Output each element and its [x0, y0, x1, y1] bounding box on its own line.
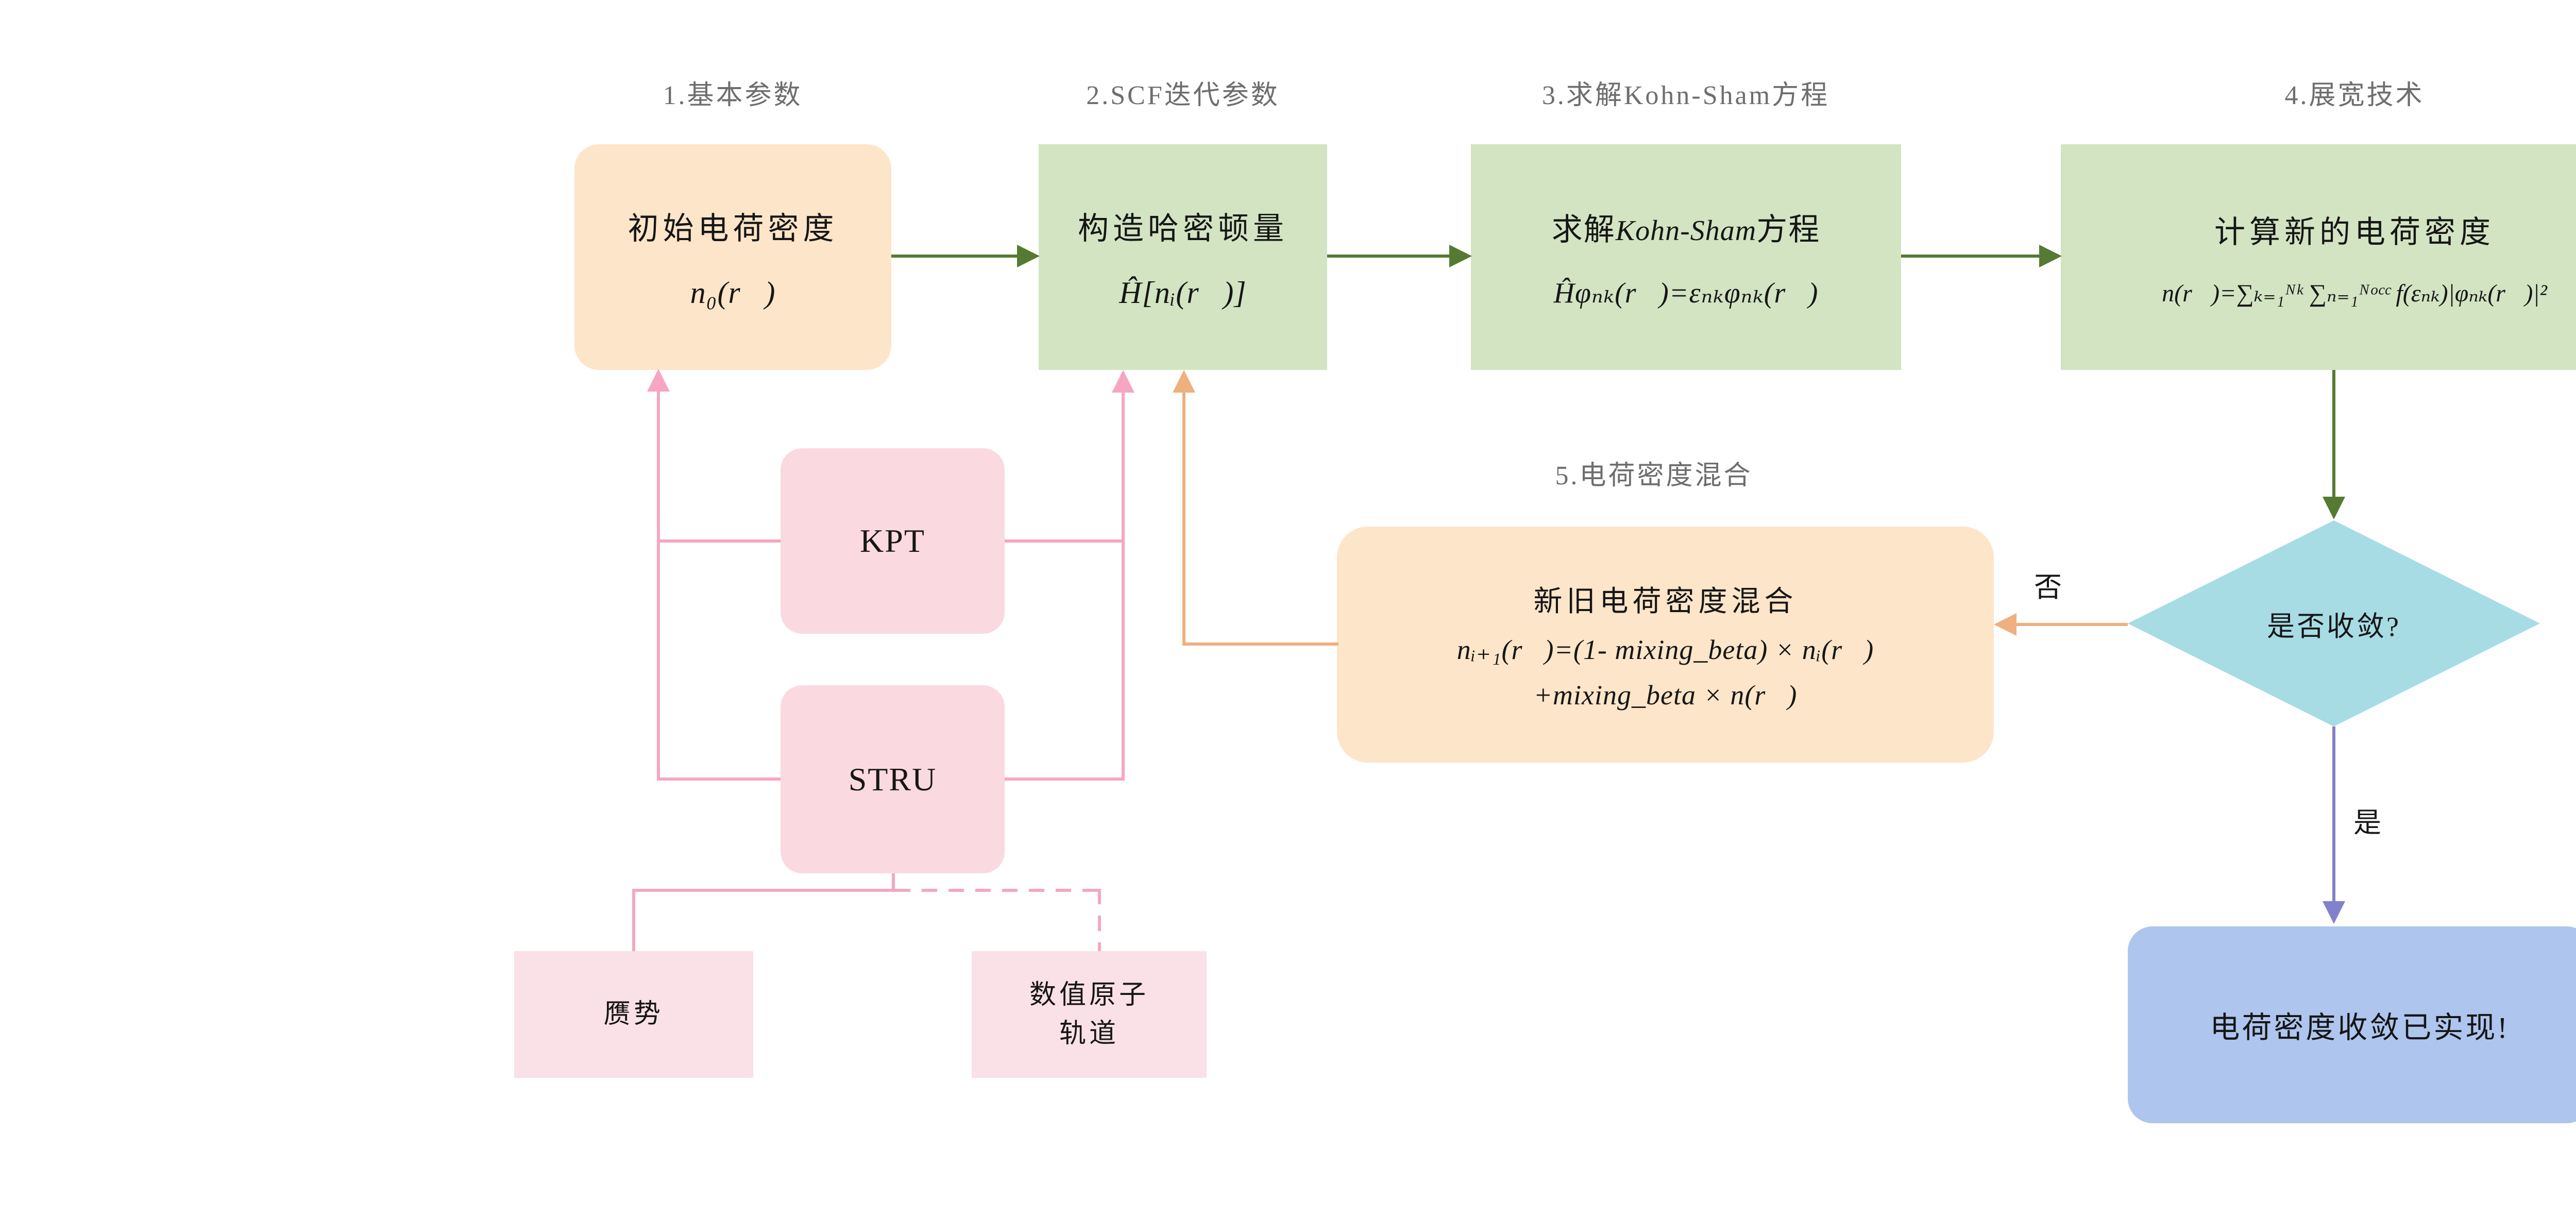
flow-line-1-2: [891, 255, 1017, 258]
stru-down-stub-line: [892, 873, 895, 892]
orbital-horizontal-dashed-line: [895, 889, 1101, 892]
yes-label: 是: [2353, 807, 2381, 838]
decision-diamond: [2128, 520, 2540, 726]
pseudopotential-box: 赝势: [514, 951, 753, 1078]
hamiltonian-box: 构造哈密顿量 Ĥ[nᵢ(r⃗)]: [1039, 144, 1327, 370]
flow-line-4-decision: [2332, 370, 2335, 498]
orbital-vertical-dashed-line: [1098, 889, 1101, 951]
new-density-label: 计算新的电荷密度: [2214, 215, 2495, 249]
mixing-feedback-arrowhead: [1173, 370, 1195, 393]
initial-density-label: 初始电荷密度: [628, 212, 838, 246]
new-density-box: 计算新的电荷密度 n(r⃗)=∑ₖ₌₁ᴺᵏ ∑ₙ₌₁ᴺᵒᶜᶜ f(εₙₖ)|φₙ…: [2061, 144, 2576, 370]
kpt-label: KPT: [860, 522, 925, 559]
inputs-arrowhead-box2: [1112, 370, 1134, 393]
kohn-sham-formula: Ĥφₙₖ(r⃗)=εₙₖφₙₖ(r⃗): [1553, 277, 1819, 309]
step4-title: 4.展宽技术: [2284, 81, 2425, 110]
kohn-sham-box: 求解Kohn-Sham方程 Ĥφₙₖ(r⃗)=εₙₖφₙₖ(r⃗): [1471, 144, 1901, 370]
new-density-formula: n(r⃗)=∑ₖ₌₁ᴺᵏ ∑ₙ₌₁ᴺᵒᶜᶜ f(εₙₖ)|φₙₖ(r⃗)|²: [2162, 279, 2547, 307]
no-label: 否: [2034, 572, 2062, 603]
inputs-right-vertical-line: [1122, 392, 1125, 781]
density-mixing-formula-line1: nᵢ₊₁(r⃗)=(1- mixing_beta) × nᵢ(r⃗): [1456, 634, 1874, 665]
hamiltonian-formula: Ĥ[nᵢ(r⃗)]: [1119, 276, 1247, 310]
flow-arrowhead-3-4: [2039, 245, 2062, 267]
mixing-feedback-horizontal-line: [1184, 643, 1338, 646]
density-mixing-box: 新旧电荷密度混合 nᵢ₊₁(r⃗)=(1- mixing_beta) × nᵢ(…: [1337, 527, 1994, 763]
stru-right-line: [1005, 777, 1123, 781]
step2-title: 2.SCF迭代参数: [1086, 81, 1280, 110]
density-mixing-label: 新旧电荷密度混合: [1533, 586, 1798, 618]
flow-arrowhead-1-2: [1017, 245, 1040, 267]
no-branch-line: [2016, 623, 2128, 626]
initial-density-formula: n₀(r⃗): [690, 276, 776, 310]
yes-branch-arrowhead: [2323, 901, 2345, 924]
hamiltonian-label: 构造哈密顿量: [1078, 212, 1288, 246]
stru-label: STRU: [848, 760, 937, 798]
flow-arrowhead-2-3: [1449, 245, 1472, 267]
flow-line-3-4: [1901, 255, 2039, 258]
yes-branch-line: [2332, 726, 2335, 902]
nao-box: 数值原子 轨道: [972, 951, 1207, 1078]
stru-left-line: [658, 777, 781, 781]
nao-label-line2: 轨道: [1059, 1019, 1119, 1049]
mixing-feedback-vertical-line: [1182, 392, 1185, 646]
decision-diamond-shape: [2128, 520, 2540, 726]
decision-text: 是否收敛?: [2267, 611, 2401, 642]
step5-title: 5.电荷密度混合: [1555, 461, 1753, 491]
pseudopotential-vertical-line: [632, 889, 635, 951]
nao-label-line1: 数值原子: [1029, 980, 1149, 1010]
flow-line-2-3: [1327, 255, 1449, 258]
inputs-arrowhead-box1: [647, 369, 670, 392]
no-branch-arrowhead: [1994, 613, 2016, 636]
pseudopotential-label: 赝势: [603, 1000, 664, 1029]
step1-title: 1.基本参数: [663, 81, 803, 110]
converged-result-box: 电荷密度收敛已实现!: [2128, 926, 2576, 1123]
pseudopotential-horizontal-line: [634, 889, 895, 892]
step3-title: 3.求解Kohn-Sham方程: [1541, 81, 1830, 110]
kpt-right-line: [1005, 539, 1123, 543]
kpt-left-line: [658, 539, 781, 543]
converged-result-text: 电荷密度收敛已实现!: [2210, 1011, 2510, 1044]
initial-density-box: 初始电荷密度 n₀(r⃗): [574, 144, 891, 370]
kohn-sham-label: 求解Kohn-Sham方程: [1551, 213, 1821, 247]
flow-arrowhead-4-decision: [2323, 497, 2345, 519]
inputs-left-vertical-line: [657, 391, 660, 781]
density-mixing-formula-line2: +mixing_beta × n(r⃗): [1533, 680, 1798, 711]
stru-box: STRU: [781, 685, 1005, 873]
kpt-box: KPT: [781, 448, 1005, 634]
